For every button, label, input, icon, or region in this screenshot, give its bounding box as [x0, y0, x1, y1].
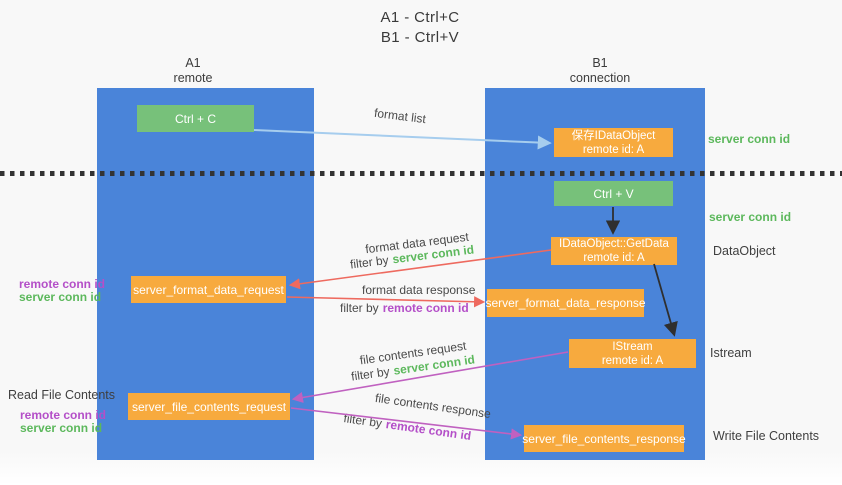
server-format-data-request-label: server_format_data_request: [133, 282, 284, 297]
lane-b1-name: B1: [592, 56, 608, 70]
istream-line2: remote id: A: [601, 354, 664, 367]
server-file-contents-response-label: server_file_contents_response: [522, 431, 686, 446]
title-line-2: B1 - Ctrl+V: [380, 29, 460, 46]
server-format-data-response-box: server_format_data_response: [485, 289, 646, 317]
write-file-contents-label: Write File Contents: [713, 429, 820, 443]
save-idataobject-box: 保存IDataObject remote id: A: [554, 128, 673, 157]
title-line-1: A1 - Ctrl+C: [380, 9, 460, 26]
server-file-contents-request-box: server_file_contents_request: [128, 393, 290, 420]
server-format-data-request-box: server_format_data_request: [131, 276, 286, 303]
idataobject-getdata-line1: IDataObject::GetData: [559, 238, 669, 250]
istream-box: IStream remote id: A: [569, 339, 696, 368]
lane-a1-name: A1: [185, 56, 201, 70]
server-file-contents-response-box: server_file_contents_response: [522, 425, 686, 452]
remote-conn-id-label-top-left: remote conn id: [19, 277, 106, 291]
read-file-contents-label: Read File Contents: [8, 388, 116, 402]
lane-header-b1: B1 connection: [512, 56, 688, 85]
save-idataobject-line1: 保存IDataObject: [571, 129, 656, 142]
ctrl-c-box: Ctrl + C: [137, 105, 254, 132]
remote-conn-id-key: remote conn id: [382, 301, 469, 315]
filter-by-text: filter by: [349, 252, 390, 272]
server-conn-id-label-bottom-left: server conn id: [20, 421, 103, 435]
filter-by-text: filter by: [350, 364, 391, 384]
idataobject-getdata-box: IDataObject::GetData remote id: A: [551, 237, 677, 265]
remote-conn-id-label-bottom-left: remote conn id: [20, 408, 107, 422]
format-data-response-label: format data response: [362, 283, 476, 297]
dataobject-label: DataObject: [713, 244, 776, 258]
istream-line1: IStream: [612, 340, 653, 353]
ctrl-v-box: Ctrl + V: [554, 181, 673, 206]
remote-conn-id-key: remote conn id: [384, 417, 473, 443]
istream-side-label: Istream: [710, 346, 752, 360]
lane-b1-role: connection: [569, 70, 631, 85]
lane-a1-role: remote: [173, 70, 213, 85]
format-list-label: format list: [373, 105, 427, 127]
save-idataobject-line2: remote id: A: [582, 143, 645, 156]
ctrl-c-label: Ctrl + C: [174, 111, 216, 126]
diagram-title: A1 - Ctrl+C B1 - Ctrl+V: [330, 8, 510, 48]
lane-header-a1: A1 remote: [105, 56, 281, 85]
server-conn-id-label-mid-right: server conn id: [709, 210, 792, 224]
idataobject-getdata-line2: remote id: A: [583, 252, 645, 264]
ctrl-v-label: Ctrl + V: [593, 186, 634, 201]
server-format-data-response-label: server_format_data_response: [485, 296, 646, 310]
server-file-contents-request-label: server_file_contents_request: [131, 399, 287, 414]
filter-by-text: filter by: [340, 301, 379, 315]
session-divider-dotted-line: [0, 171, 842, 176]
server-conn-id-label-top-left: server conn id: [19, 290, 102, 304]
server-conn-id-label-top-right: server conn id: [708, 132, 791, 146]
filter-by-text: filter by: [342, 411, 383, 431]
